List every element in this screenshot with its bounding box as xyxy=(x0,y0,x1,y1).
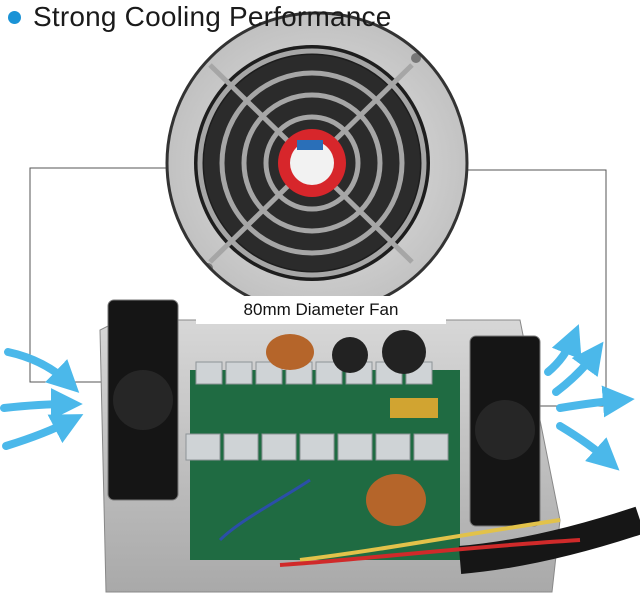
psu-body xyxy=(99,299,640,593)
section-header: Strong Cooling Performance xyxy=(8,1,392,32)
bullet-dot-icon xyxy=(8,10,21,24)
airflow-arrows xyxy=(0,324,635,471)
fan-closeup xyxy=(167,13,467,313)
section-title: Strong Cooling Performance xyxy=(33,1,392,32)
fan-caption: 80mm Diameter Fan xyxy=(196,296,446,324)
